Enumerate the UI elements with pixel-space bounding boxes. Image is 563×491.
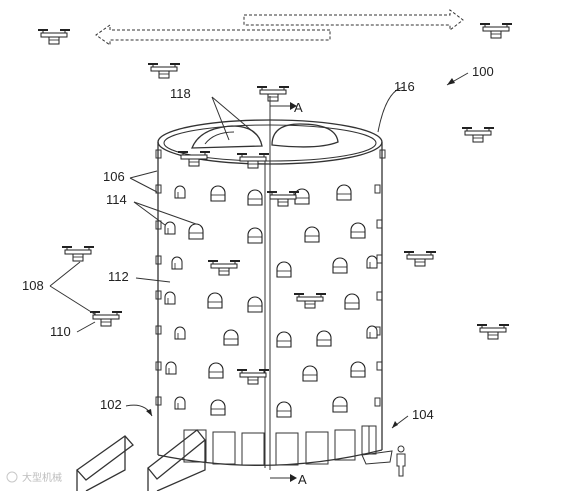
left-ports [155, 149, 162, 406]
person [396, 445, 406, 477]
flight-path-arrows [95, 8, 464, 46]
ref-112: 112 [108, 269, 129, 284]
ref-100: 100 [472, 64, 494, 79]
tower-windows [164, 184, 378, 418]
ref-104: 104 [412, 407, 434, 422]
tower [157, 119, 383, 470]
ref-110: 110 [50, 324, 71, 339]
ref-102: 102 [100, 397, 122, 412]
watermark-text: 大型机械 [22, 471, 62, 484]
section-line [269, 96, 297, 482]
ref-116: 116 [394, 79, 415, 94]
watermark: 大型机械 [6, 471, 62, 484]
ref-106: 106 [103, 169, 125, 184]
ref-118: 118 [170, 86, 191, 101]
delivery-trucks [76, 429, 206, 491]
top-domes [191, 123, 339, 149]
ref-108: 108 [22, 278, 44, 293]
ground-bays [183, 425, 393, 466]
right-ports [374, 149, 386, 407]
leader-lines [49, 72, 469, 429]
section-label-bottom: A [298, 472, 307, 487]
ref-114: 114 [106, 192, 127, 207]
section-label-top: A [294, 100, 303, 115]
